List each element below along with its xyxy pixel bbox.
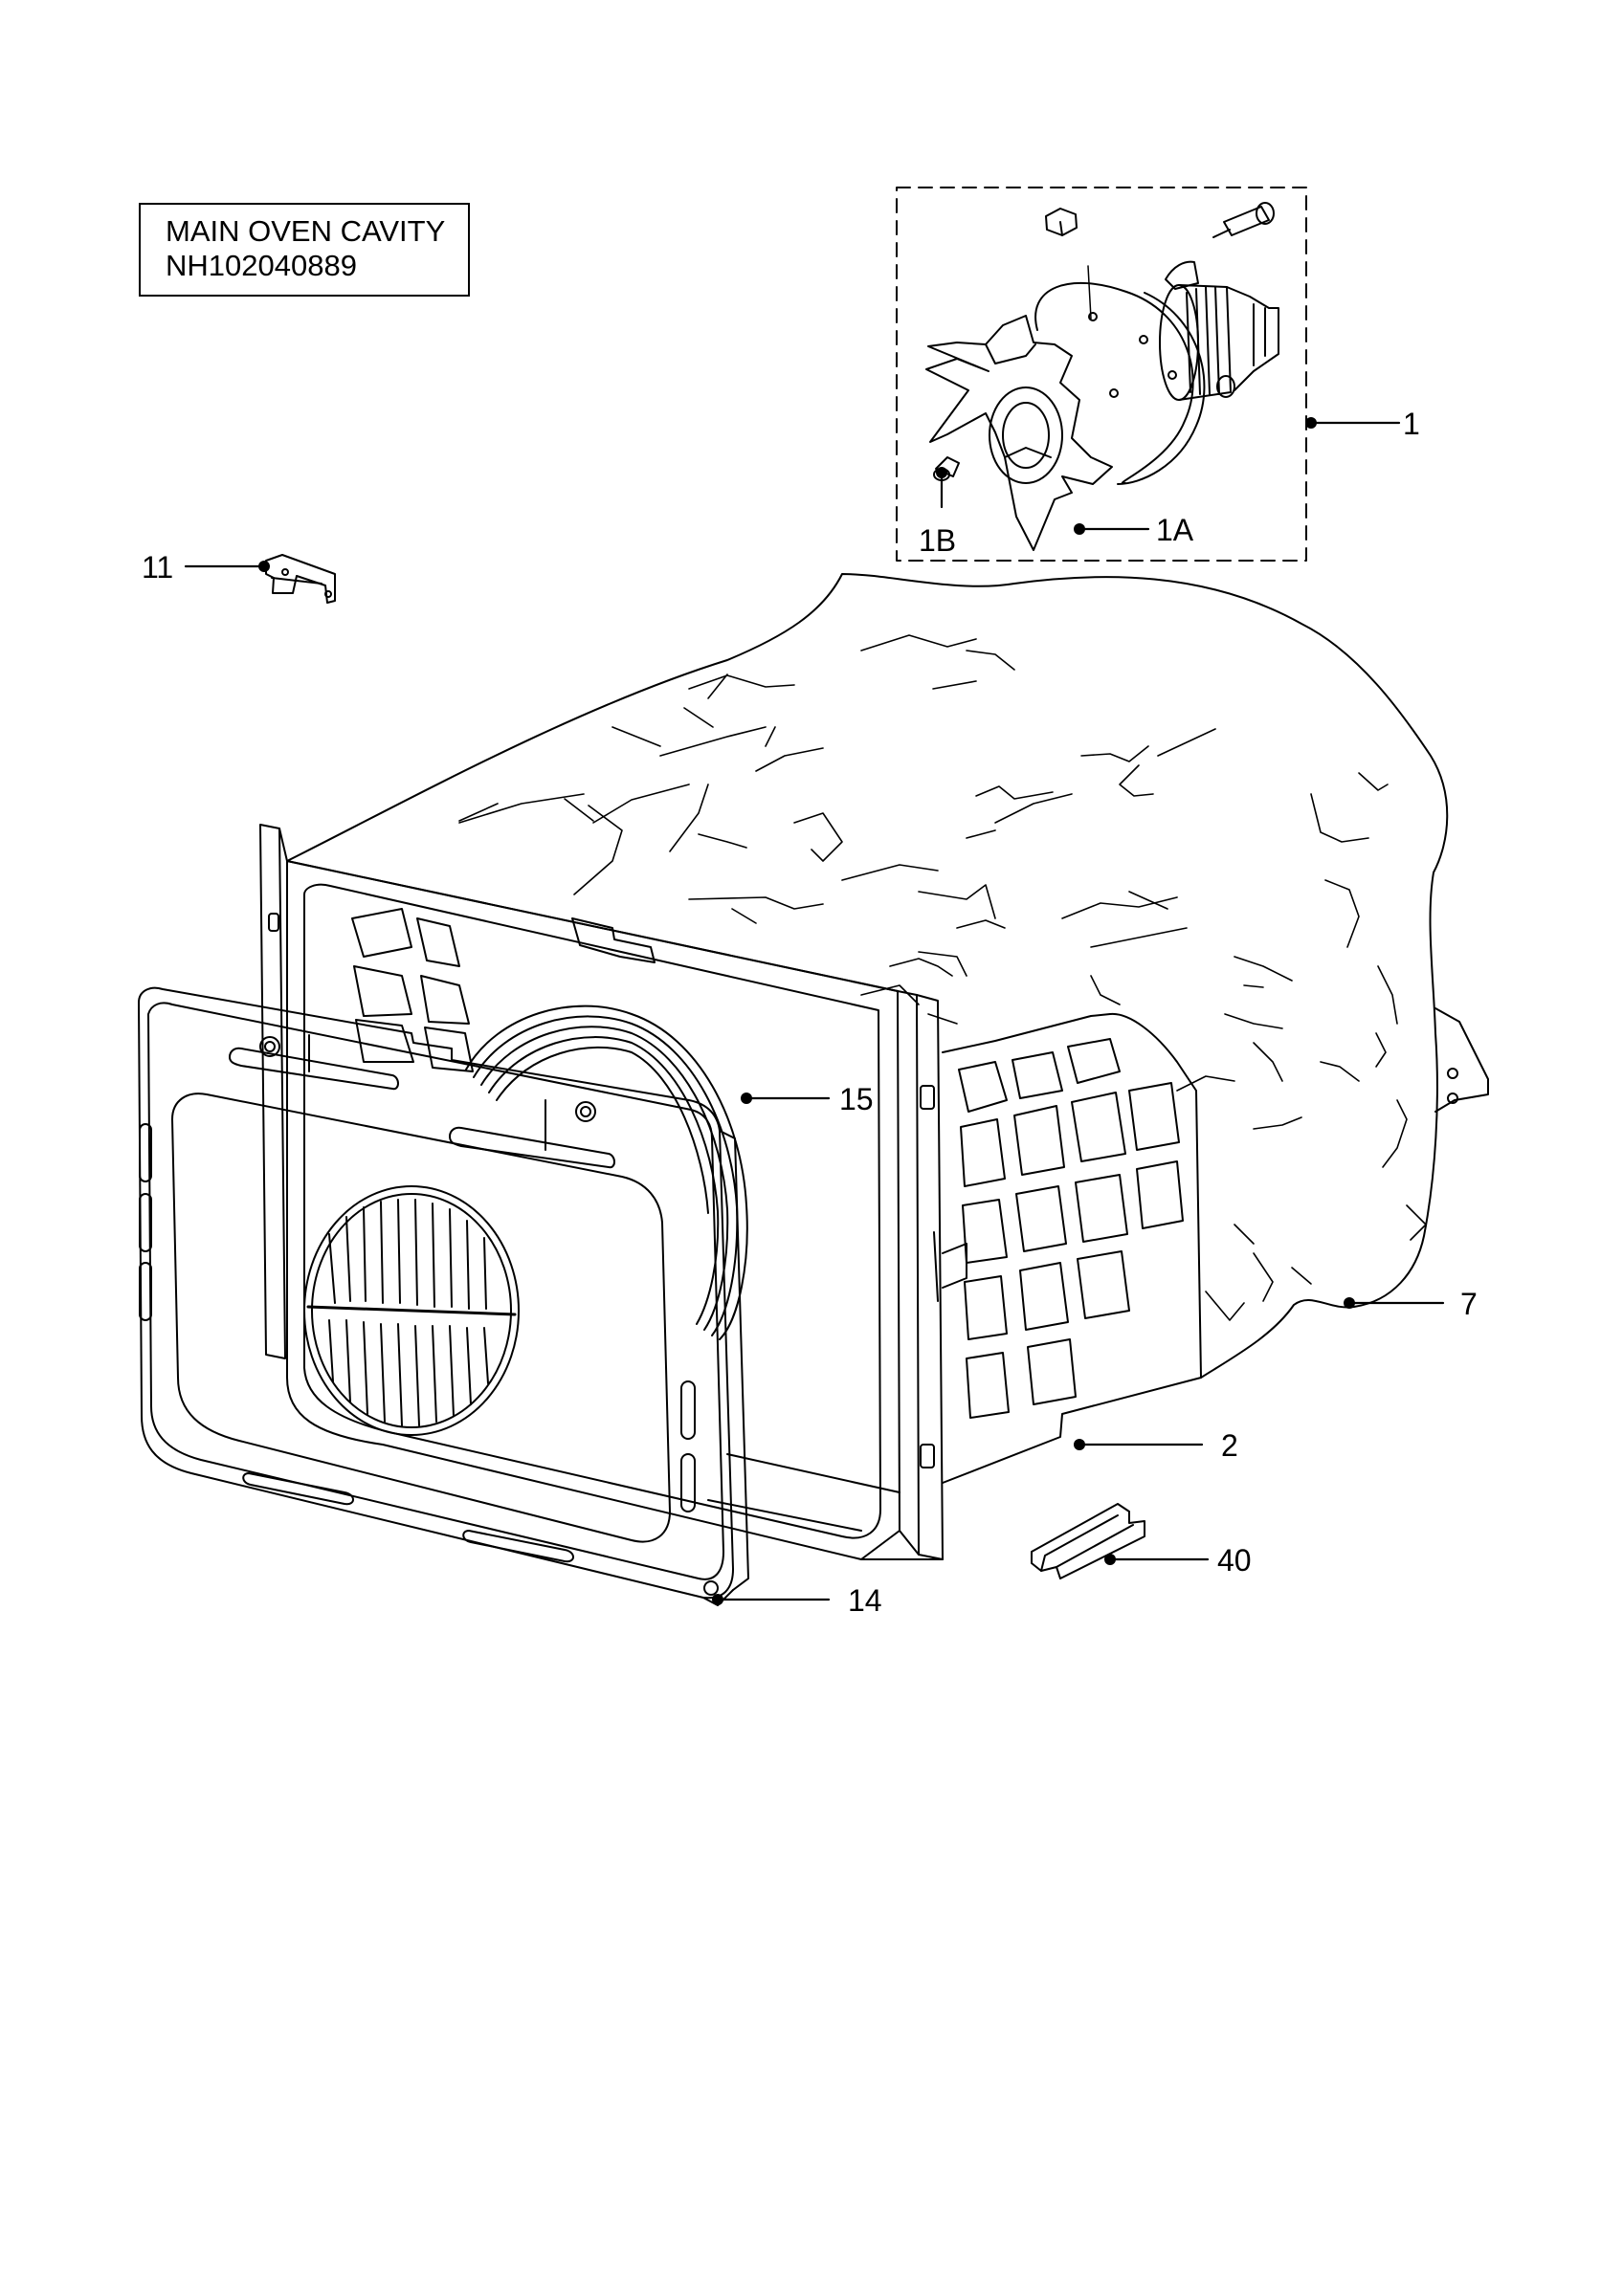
side-panel-grid (933, 1012, 1202, 1484)
diagram-title-box: MAIN OVEN CAVITY NH102040889 (139, 203, 470, 297)
callout-dots (258, 417, 1355, 1605)
fan-assembly-dashed-frame (896, 187, 1307, 562)
fan-motor (1159, 260, 1279, 401)
callout-2: 2 (1221, 1428, 1238, 1463)
circular-heating-element (465, 1004, 748, 1340)
shelf-support-rail (1031, 1503, 1145, 1579)
callout-labels: 1 1A 1B 11 15 7 2 40 14 (142, 407, 1478, 1618)
insulation-blanket (286, 573, 1449, 1379)
inner-back-panel (138, 986, 749, 1606)
diagram-part-number: NH102040889 (166, 249, 357, 282)
fan-motor-screw (1212, 202, 1275, 238)
callout-1b: 1B (919, 523, 956, 558)
diagram-title: MAIN OVEN CAVITY (166, 214, 446, 248)
fan-back-plate (1034, 281, 1206, 485)
insulation-texture (458, 634, 1427, 1321)
fan-blade (925, 315, 1113, 551)
cavity-rear-grid (351, 908, 474, 1072)
cavity-front-opening (286, 860, 900, 1560)
callout-7: 7 (1460, 1287, 1478, 1321)
callout-leaders (184, 421, 1445, 1601)
callout-1a: 1A (1156, 513, 1194, 547)
oven-cavity-body (259, 573, 1489, 1560)
fan-motor-assembly (896, 187, 1307, 562)
callout-1: 1 (1403, 407, 1420, 441)
callout-40: 40 (1217, 1543, 1252, 1578)
mounting-bracket (265, 554, 336, 604)
fan-grille (303, 1185, 520, 1436)
fan-nut (1045, 208, 1078, 236)
callout-11: 11 (142, 550, 173, 585)
callout-14: 14 (848, 1583, 882, 1618)
callout-15: 15 (839, 1082, 874, 1116)
